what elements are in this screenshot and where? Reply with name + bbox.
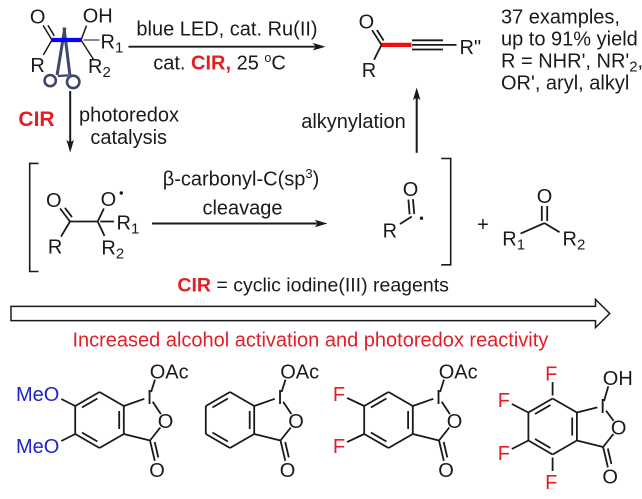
svg-text:F: F: [498, 443, 510, 465]
svg-text:up to 91% yield: up to 91% yield: [501, 28, 638, 50]
svg-text:MeO: MeO: [16, 384, 59, 406]
svg-text:O: O: [46, 190, 62, 212]
svg-text:R": R": [460, 37, 482, 59]
svg-text:R: R: [362, 60, 376, 82]
svg-text:I: I: [436, 387, 442, 409]
svg-text:O: O: [438, 460, 454, 482]
svg-text:Increased alcohol activation a: Increased alcohol activation and photore…: [72, 330, 548, 352]
svg-text:O: O: [403, 179, 419, 201]
svg-text:R = NHR', NR'2,: R = NHR', NR'2,: [501, 50, 642, 75]
svg-text:O: O: [158, 411, 174, 433]
svg-text:cat. CIR, 25 oC: cat. CIR, 25 oC: [153, 51, 286, 74]
svg-text:I: I: [277, 387, 283, 409]
svg-text:OAc: OAc: [439, 361, 478, 383]
svg-text:O: O: [101, 189, 117, 211]
svg-text:O: O: [537, 186, 553, 208]
svg-text:I: I: [147, 387, 153, 409]
svg-text:β-carbonyl-C(sp3): β-carbonyl-C(sp3): [163, 166, 320, 191]
svg-text:O: O: [280, 460, 296, 482]
svg-text:F: F: [545, 364, 557, 386]
svg-text:+: +: [477, 214, 489, 236]
svg-text:O: O: [447, 411, 463, 433]
svg-text:blue LED, cat. Ru(II): blue LED, cat. Ru(II): [136, 19, 317, 41]
svg-text:alkynylation: alkynylation: [301, 111, 406, 133]
svg-text:F: F: [545, 472, 557, 494]
svg-text:catalysis: catalysis: [90, 127, 167, 149]
svg-text:O: O: [30, 6, 46, 28]
svg-text:MeO: MeO: [16, 436, 59, 458]
svg-text:O: O: [602, 466, 618, 488]
svg-text:O: O: [149, 460, 165, 482]
svg-text:OH: OH: [83, 5, 113, 27]
svg-text:O: O: [359, 11, 375, 33]
svg-text:37 examples,: 37 examples,: [501, 6, 620, 28]
svg-text:I: I: [600, 396, 606, 418]
svg-text:OAc: OAc: [280, 361, 319, 383]
svg-text:OH: OH: [603, 368, 633, 390]
svg-text:CIR: CIR: [18, 108, 54, 131]
svg-text:R: R: [383, 220, 397, 242]
svg-text:OAc: OAc: [150, 361, 189, 383]
svg-text:R: R: [30, 55, 44, 77]
svg-text:F: F: [498, 390, 510, 412]
svg-text:O: O: [611, 417, 627, 439]
svg-text:cleavage: cleavage: [202, 198, 282, 220]
svg-text:CIR = cyclic iodine(III) reage: CIR = cyclic iodine(III) reagents: [177, 274, 449, 296]
svg-text:R: R: [48, 236, 62, 258]
svg-text:F: F: [333, 436, 345, 458]
svg-text:OR', aryl, alkyl: OR', aryl, alkyl: [501, 72, 629, 94]
svg-text:F: F: [333, 384, 345, 406]
svg-text:O: O: [288, 411, 304, 433]
svg-text:photoredox: photoredox: [79, 104, 179, 126]
